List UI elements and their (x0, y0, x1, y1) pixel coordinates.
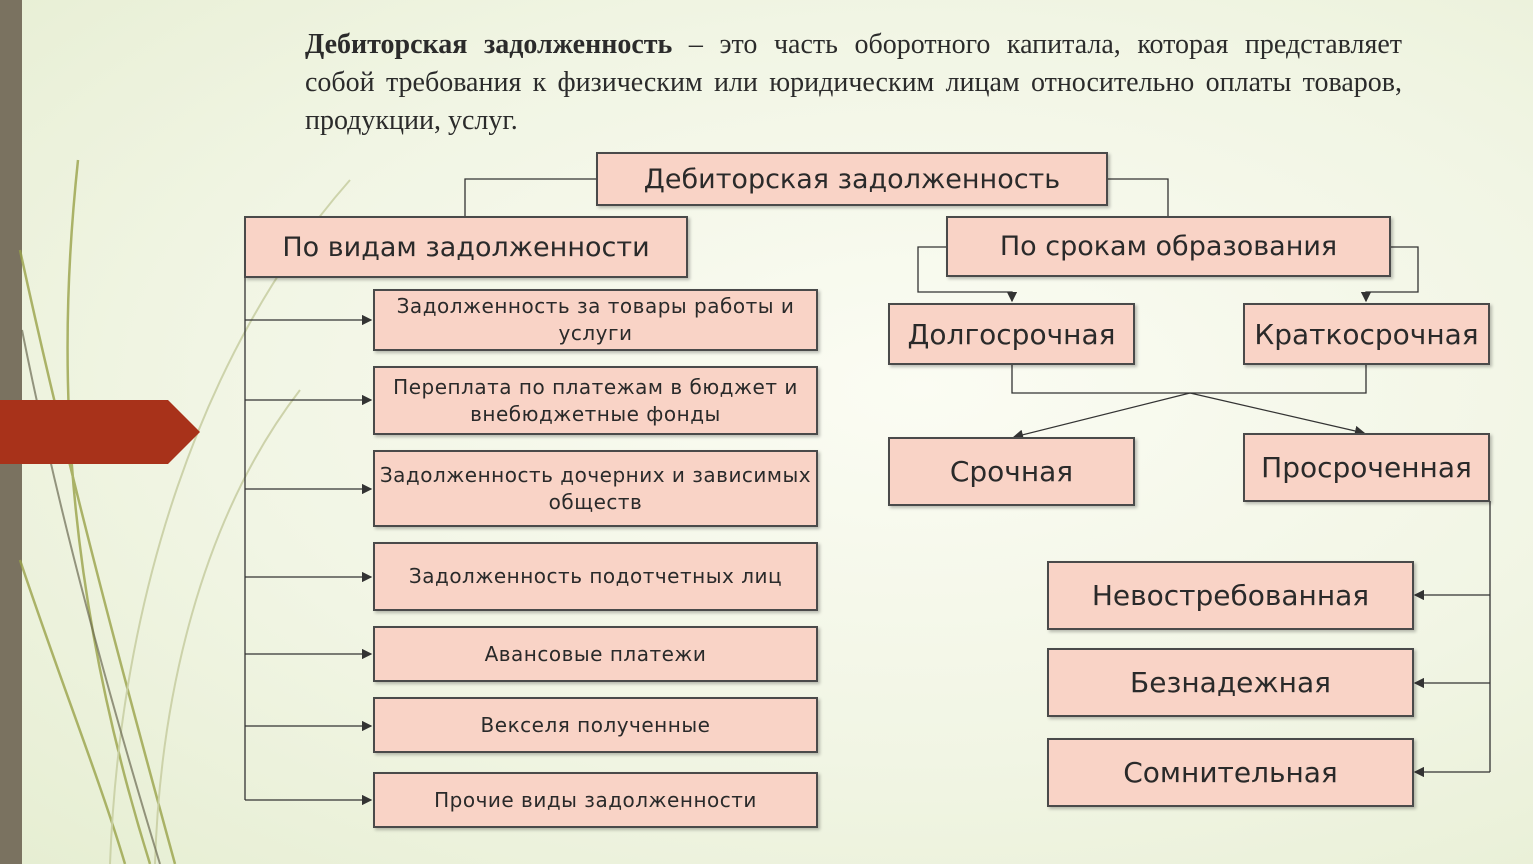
long-term-node: Долгосрочная (888, 303, 1135, 365)
definition-term: Дебиторская задолженность (305, 29, 673, 60)
by-term-node: По срокам образования (946, 216, 1391, 277)
type-item-overpayment: Переплата по платежам в бюджет и внебюдж… (373, 366, 818, 435)
definition-paragraph: Дебиторская задолженность – это часть об… (305, 26, 1402, 140)
hopeless-node: Безнадежная (1047, 648, 1414, 717)
type-item-subsidiaries: Задолженность дочерних и зависимых общес… (373, 450, 818, 527)
short-term-node: Краткосрочная (1243, 303, 1490, 365)
type-item-bills: Векселя полученные (373, 697, 818, 753)
type-item-goods: Задолженность за товары работы и услуги (373, 289, 818, 351)
by-type-node: По видам задолженности (244, 216, 688, 278)
urgent-node: Срочная (888, 437, 1135, 506)
definition-text: – это часть оборотного капитала, которая… (305, 29, 1402, 136)
accent-arrow (0, 400, 200, 464)
type-item-advances: Авансовые платежи (373, 626, 818, 682)
root-node: Дебиторская задолженность (596, 152, 1108, 206)
unclaimed-node: Невостребованная (1047, 561, 1414, 630)
type-item-other: Прочие виды задолженности (373, 772, 818, 828)
doubtful-node: Сомнительная (1047, 738, 1414, 807)
overdue-node: Просроченная (1243, 433, 1490, 502)
type-item-accountable: Задолженность подотчетных лиц (373, 542, 818, 611)
